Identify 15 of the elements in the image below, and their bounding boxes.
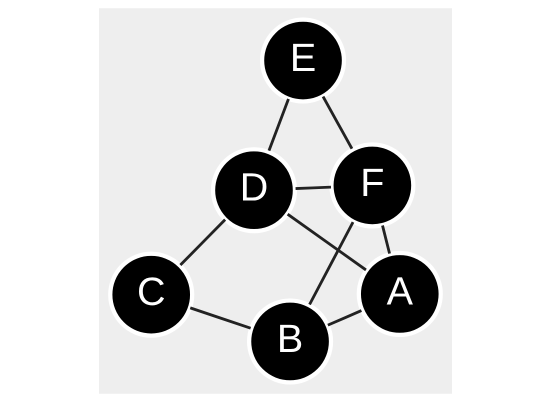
node-circle: F (328, 142, 415, 228)
connector (380, 225, 390, 254)
node-circle: D (210, 147, 297, 234)
connector (326, 309, 362, 326)
connector (295, 186, 331, 190)
connector (178, 218, 226, 266)
node-circle: A (356, 250, 442, 338)
connector (321, 96, 353, 150)
node-circle: E (259, 17, 346, 104)
connector (286, 213, 366, 272)
connector (189, 306, 251, 330)
connector (308, 221, 354, 306)
node-circle: B (246, 298, 333, 385)
connector (267, 98, 290, 152)
node-circle: C (108, 252, 194, 338)
